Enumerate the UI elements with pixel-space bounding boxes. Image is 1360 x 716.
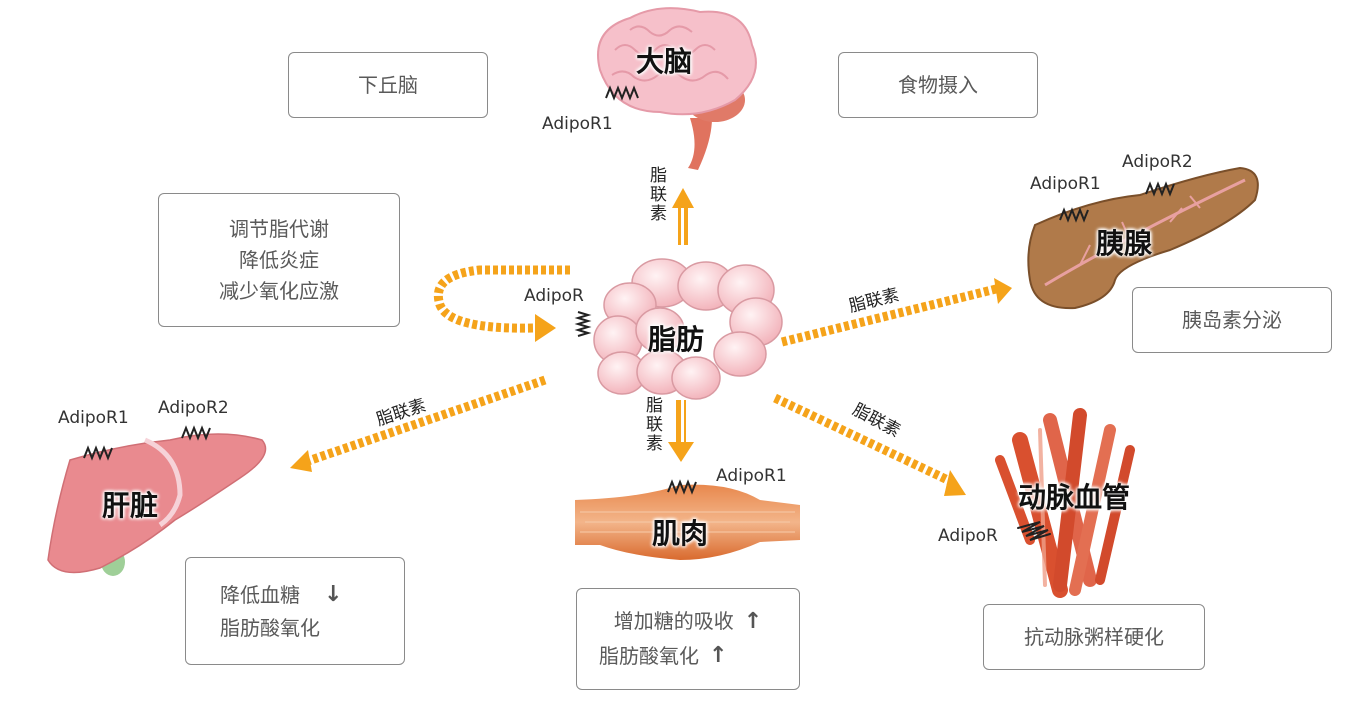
liver-receptor-2: AdipoR2 <box>158 398 229 418</box>
pancreas-illustration <box>1027 166 1259 310</box>
muscle-effect-1: 增加糖的吸收 <box>613 609 734 634</box>
zigzag-spring-icon <box>605 85 639 101</box>
artery-effect-box: 抗动脉粥样硬化 <box>983 604 1205 670</box>
hormone-label-down: 脂联素 <box>642 396 662 453</box>
dashed-orange-arrow-icon <box>290 375 547 472</box>
fat-label: 脂肪 <box>648 323 705 356</box>
liver-receptor-1: AdipoR1 <box>58 408 129 428</box>
food-intake-text: 食物摄入 <box>898 72 978 97</box>
arrow-up-icon: ↑ <box>743 608 763 634</box>
artery-receptor-label: AdipoR <box>938 526 998 546</box>
arrow-down-icon: ↓ <box>324 582 343 608</box>
muscle-illustration <box>575 479 800 560</box>
zigzag-spring-icon <box>181 425 211 441</box>
brain-receptor-label: AdipoR1 <box>542 114 613 134</box>
brain-label: 大脑 <box>636 45 693 78</box>
zigzag-spring-icon <box>574 311 592 337</box>
dashed-orange-arrow-icon <box>780 278 1012 347</box>
zigzag-spring-icon <box>1059 207 1089 223</box>
pancreas-receptor-2: AdipoR2 <box>1122 152 1193 172</box>
zigzag-spring-icon <box>1017 521 1051 541</box>
hypothalamus-text: 下丘脑 <box>358 72 418 97</box>
dashed-orange-arrow-icon <box>434 265 570 342</box>
liver-label: 肝脏 <box>102 489 159 522</box>
liver-effect-1: 降低血糖 <box>220 583 300 607</box>
fat-illustration <box>593 258 783 400</box>
artery-illustration <box>995 408 1135 598</box>
muscle-receptor-label: AdipoR1 <box>716 466 787 486</box>
fat-effect-1: 调节脂代谢 <box>229 216 329 241</box>
dashed-orange-arrow-icon <box>773 393 966 496</box>
fat-effect-2: 降低炎症 <box>239 247 319 272</box>
food-intake-box: 食物摄入 <box>838 52 1038 118</box>
artery-label: 动脉血管 <box>1018 481 1131 514</box>
muscle-effect-2: 脂肪酸氧化 <box>599 643 699 668</box>
hypothalamus-box: 下丘脑 <box>288 52 488 118</box>
artery-effect-text: 抗动脉粥样硬化 <box>1024 624 1164 649</box>
fat-receptor-label: AdipoR <box>524 286 584 306</box>
zigzag-spring-icon <box>667 479 697 495</box>
liver-effects-box: 降低血糖 ↓ 脂肪酸氧化 <box>185 557 405 665</box>
muscle-label: 肌肉 <box>652 517 709 550</box>
fat-effect-3: 减少氧化应激 <box>219 278 339 303</box>
dashed-orange-arrow-icon <box>672 188 694 245</box>
zigzag-spring-icon <box>83 445 113 461</box>
arrow-up-icon: ↑ <box>709 643 728 668</box>
zigzag-spring-icon <box>1145 181 1175 197</box>
dashed-orange-arrow-icon <box>668 400 694 462</box>
pancreas-label: 胰腺 <box>1096 227 1153 260</box>
liver-illustration <box>47 425 267 576</box>
liver-effect-2: 脂肪酸氧化 <box>220 615 320 640</box>
pancreas-receptor-1: AdipoR1 <box>1030 174 1101 194</box>
insulin-text: 胰岛素分泌 <box>1182 307 1282 332</box>
brain-illustration <box>597 7 757 170</box>
hormone-label-up: 脂联素 <box>646 166 666 223</box>
muscle-effects-box: 增加糖的吸收 ↑ 脂肪酸氧化 ↑ <box>576 588 800 690</box>
fat-effects-box: 调节脂代谢 降低炎症 减少氧化应激 <box>158 193 400 327</box>
insulin-box: 胰岛素分泌 <box>1132 287 1332 353</box>
